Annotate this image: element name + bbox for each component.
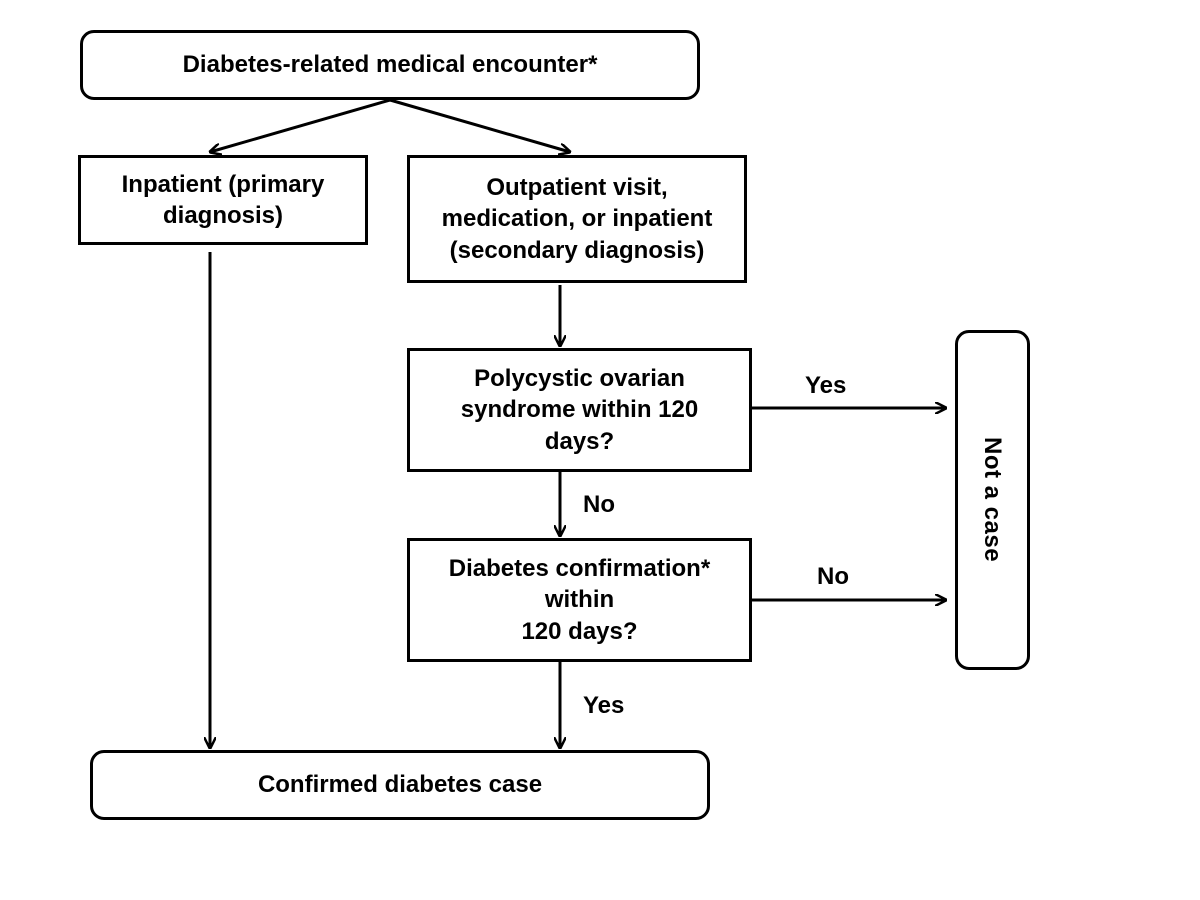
outpatient-label: Outpatient visit, medication, or inpatie… <box>441 174 713 264</box>
confirmed-case-node: Confirmed diabetes case <box>90 750 710 820</box>
inpatient-primary-node: Inpatient (primary diagnosis) <box>78 155 368 245</box>
confirmed-case-label: Confirmed diabetes case <box>257 771 543 799</box>
start-node: Diabetes-related medical encounter* <box>80 30 700 100</box>
edge-label-confirmation-no: No <box>817 563 849 590</box>
inpatient-primary-label: Inpatient (primary diagnosis) <box>121 170 325 229</box>
edge-label-pcos-yes: Yes <box>805 372 847 399</box>
not-a-case-node: Not a case <box>955 330 1030 670</box>
edge-label-confirmation-yes: Yes <box>583 692 625 719</box>
pcos-question-label: Polycystic ovarian syndrome within 120 d… <box>460 365 699 455</box>
not-a-case-label: Not a case <box>979 437 1007 563</box>
arrow-start-to-outpatient <box>389 98 570 152</box>
edge-label-pcos-no: No <box>583 491 615 518</box>
arrow-start-to-inpatient <box>210 98 391 152</box>
pcos-question-node: Polycystic ovarian syndrome within 120 d… <box>407 348 752 472</box>
confirmation-question-label: Diabetes confirmation* within 120 days? <box>448 555 711 645</box>
outpatient-node: Outpatient visit, medication, or inpatie… <box>407 155 747 283</box>
confirmation-question-node: Diabetes confirmation* within 120 days? <box>407 538 752 662</box>
start-node-label: Diabetes-related medical encounter* <box>182 51 598 79</box>
